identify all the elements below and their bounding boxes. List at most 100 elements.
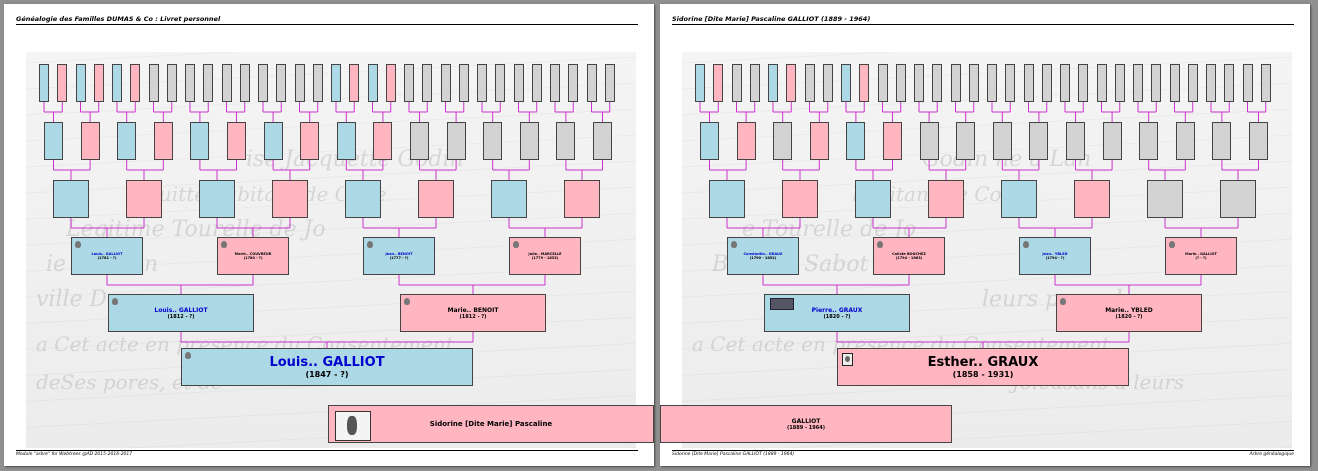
ancestor-box-gen4[interactable] — [1139, 122, 1159, 160]
grandparent-person-box[interactable]: Jean.. YBLED(1794 - ?) — [1019, 237, 1091, 275]
ancestor-box-gen4[interactable] — [992, 122, 1012, 160]
ancestor-box-gen4[interactable] — [1066, 122, 1085, 160]
ancestor-box-gen5[interactable] — [713, 64, 724, 102]
ancestor-box-gen5[interactable] — [786, 64, 797, 102]
ancestor-box-gen5[interactable] — [1187, 64, 1198, 102]
ancestor-box-gen5[interactable] — [75, 64, 86, 102]
ancestor-box-gen5[interactable] — [331, 64, 341, 102]
subject-person-box-left[interactable]: Sidorine [Dite Marie] Pascaline — [328, 405, 654, 443]
ancestor-box-gen5[interactable] — [57, 64, 68, 102]
ancestor-box-gen4[interactable] — [773, 122, 793, 160]
ancestor-box-gen5[interactable] — [1078, 64, 1089, 102]
great-grandparent-box[interactable] — [418, 180, 454, 218]
ancestor-box-gen5[interactable] — [968, 64, 979, 102]
ancestor-box-gen5[interactable] — [1096, 64, 1107, 102]
ancestor-box-gen5[interactable] — [604, 64, 615, 102]
great-grandparent-box[interactable] — [126, 180, 162, 218]
ancestor-box-gen5[interactable] — [731, 64, 742, 102]
ancestor-box-gen4[interactable] — [263, 122, 283, 160]
ancestor-box-gen4[interactable] — [1029, 122, 1049, 160]
ancestor-box-gen5[interactable] — [513, 64, 524, 102]
ancestor-box-gen4[interactable] — [117, 122, 137, 160]
ancestor-box-gen4[interactable] — [336, 122, 356, 160]
great-grandparent-box[interactable] — [564, 180, 600, 218]
subject-person-box-right[interactable]: GALLIOT (1889 - 1964) — [660, 405, 952, 443]
ancestor-box-gen5[interactable] — [859, 64, 870, 102]
ancestor-box-gen5[interactable] — [914, 64, 924, 102]
ancestor-box-gen5[interactable] — [203, 64, 214, 102]
ancestor-box-gen5[interactable] — [367, 64, 378, 102]
great-grandparent-box[interactable] — [855, 180, 891, 218]
parent-person-box[interactable]: Pierre.. GRAUX(1820 - ?) — [764, 294, 910, 332]
ancestor-box-gen4[interactable] — [919, 122, 939, 160]
grandparent-person-box[interactable]: Louis.. GALLIOT(1781 - ?) — [71, 237, 143, 275]
ancestor-box-gen5[interactable] — [932, 64, 943, 102]
parent-person-box[interactable]: Marie.. YBLED(1820 - ?) — [1056, 294, 1202, 332]
ancestor-box-gen4[interactable] — [519, 122, 539, 160]
ancestor-box-gen5[interactable] — [404, 64, 414, 102]
ancestor-box-gen5[interactable] — [495, 64, 506, 102]
great-grandparent-box[interactable] — [1074, 180, 1110, 218]
ancestor-box-gen5[interactable] — [239, 64, 250, 102]
ancestor-box-gen5[interactable] — [1206, 64, 1216, 102]
ancestor-box-gen5[interactable] — [950, 64, 961, 102]
ancestor-box-gen5[interactable] — [1260, 64, 1271, 102]
ancestor-box-gen5[interactable] — [185, 64, 195, 102]
ancestor-box-gen5[interactable] — [1005, 64, 1016, 102]
ancestor-box-gen4[interactable] — [1175, 122, 1195, 160]
great-grandparent-box[interactable] — [1001, 180, 1037, 218]
ancestor-box-gen4[interactable] — [1102, 122, 1122, 160]
ancestor-box-gen5[interactable] — [1133, 64, 1143, 102]
ancestor-box-gen4[interactable] — [956, 122, 976, 160]
ancestor-box-gen5[interactable] — [312, 64, 323, 102]
ancestor-box-gen5[interactable] — [568, 64, 579, 102]
grandparent-person-box[interactable]: Calixte BOUCHEZ(1794 - 1863) — [873, 237, 945, 275]
ancestor-box-gen5[interactable] — [39, 64, 49, 102]
ancestor-box-gen5[interactable] — [166, 64, 177, 102]
ancestor-box-gen5[interactable] — [148, 64, 159, 102]
ancestor-box-gen5[interactable] — [1023, 64, 1034, 102]
ancestor-box-gen5[interactable] — [749, 64, 760, 102]
great-grandparent-box[interactable] — [491, 180, 527, 218]
ancestor-box-gen5[interactable] — [130, 64, 141, 102]
parent-person-box[interactable]: Louis.. GALLIOT(1812 - ?) — [108, 294, 254, 332]
ancestor-box-gen5[interactable] — [1060, 64, 1070, 102]
great-grandparent-box[interactable] — [345, 180, 381, 218]
ancestor-box-gen4[interactable] — [736, 122, 756, 160]
ancestor-box-gen5[interactable] — [112, 64, 122, 102]
ancestor-box-gen5[interactable] — [349, 64, 360, 102]
grandparent-person-box[interactable]: Jean.. BENOIT(1777 - ?) — [363, 237, 435, 275]
ancestor-box-gen5[interactable] — [1151, 64, 1162, 102]
ancestor-box-gen4[interactable] — [556, 122, 576, 160]
ancestor-box-gen5[interactable] — [93, 64, 104, 102]
great-grandparent-box[interactable] — [782, 180, 818, 218]
ancestor-box-gen5[interactable] — [877, 64, 888, 102]
great-grandparent-box[interactable] — [928, 180, 964, 218]
ancestor-box-gen4[interactable] — [809, 122, 829, 160]
ancestor-box-gen4[interactable] — [373, 122, 393, 160]
ancestor-box-gen5[interactable] — [294, 64, 305, 102]
ancestor-box-gen5[interactable] — [477, 64, 487, 102]
ancestor-box-gen5[interactable] — [221, 64, 232, 102]
ancestor-box-gen5[interactable] — [586, 64, 597, 102]
great-grandparent-box[interactable] — [272, 180, 308, 218]
grandparent-person-box[interactable]: Marie.. GALLIOT(? - ?) — [1165, 237, 1237, 275]
ancestor-box-gen5[interactable] — [276, 64, 287, 102]
ancestor-box-gen4[interactable] — [883, 122, 902, 160]
ancestor-box-gen4[interactable] — [153, 122, 173, 160]
ancestor-box-gen4[interactable] — [190, 122, 210, 160]
ancestor-box-gen4[interactable] — [80, 122, 100, 160]
ancestor-box-gen4[interactable] — [700, 122, 719, 160]
ancestor-box-gen5[interactable] — [804, 64, 815, 102]
grandparent-person-box[interactable]: Julie.. MARCELLE(1779 - 1833) — [509, 237, 581, 275]
ancestor-box-gen4[interactable] — [446, 122, 466, 160]
ancestor-box-gen4[interactable] — [483, 122, 503, 160]
ancestor-box-gen5[interactable] — [695, 64, 705, 102]
ancestor-box-gen4[interactable] — [1212, 122, 1232, 160]
great-grandparent-box[interactable] — [1220, 180, 1256, 218]
ancestor-box-gen4[interactable] — [1249, 122, 1268, 160]
great-grandparent-box[interactable] — [709, 180, 745, 218]
ancestor-box-gen5[interactable] — [987, 64, 997, 102]
parent-person-box[interactable]: Marie.. BENOIT(1812 - ?) — [400, 294, 546, 332]
ancestor-box-gen4[interactable] — [300, 122, 320, 160]
